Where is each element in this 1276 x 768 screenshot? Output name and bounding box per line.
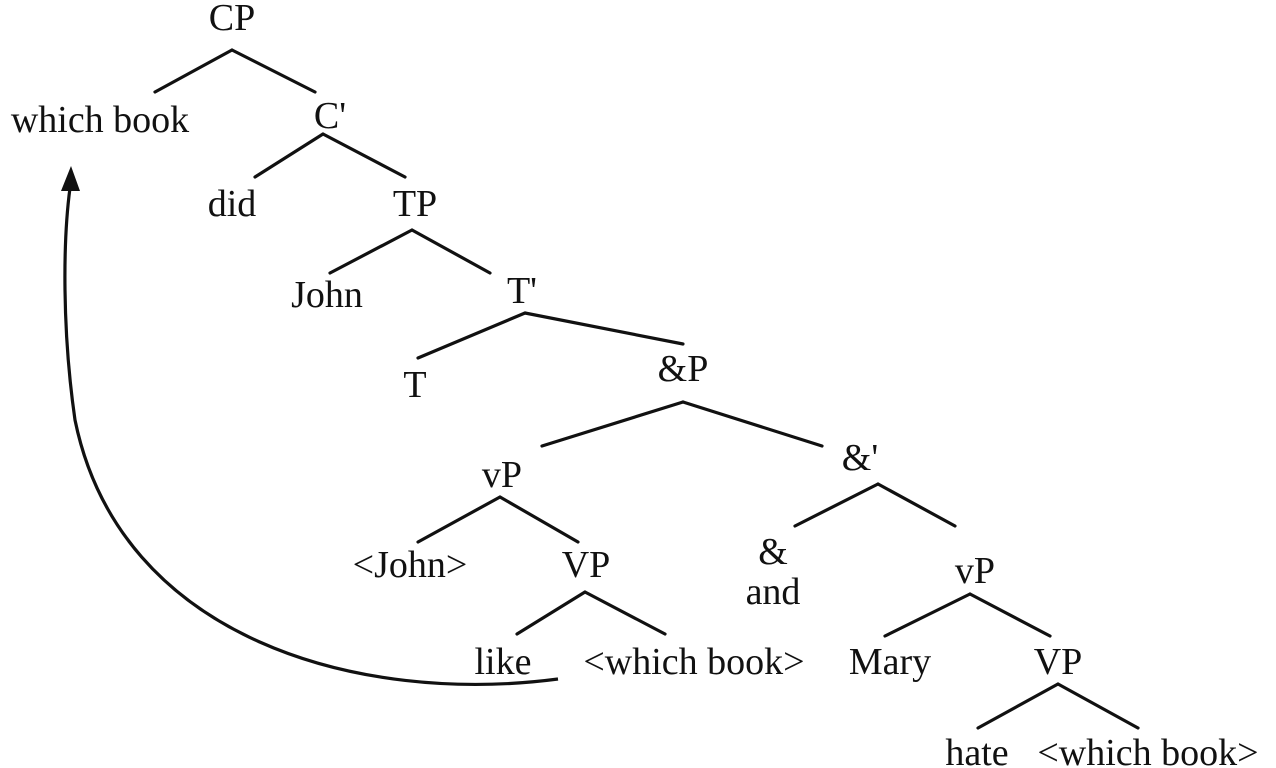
node-vp-right-inner: VP bbox=[1034, 641, 1083, 683]
tree-branches bbox=[153, 48, 1140, 730]
branch-vp-to-vp-inner bbox=[498, 495, 580, 544]
branch-tp-to-t-bar bbox=[410, 228, 492, 275]
node-john: John bbox=[291, 274, 363, 316]
node-vp-right: vP bbox=[955, 550, 995, 592]
branch-vp-right-to-vp-right-inner bbox=[968, 592, 1052, 638]
branch-c-bar-to-did bbox=[253, 132, 325, 179]
branch-and-bar-to-vp-right bbox=[876, 482, 957, 528]
branch-c-bar-to-tp bbox=[321, 132, 407, 179]
node-and-bar: &' bbox=[842, 437, 878, 479]
node-like: like bbox=[475, 641, 532, 683]
movement-arrow-curve bbox=[63, 187, 559, 686]
node-did: did bbox=[208, 183, 257, 225]
node-and-p: &P bbox=[658, 348, 709, 390]
branch-cp-to-which-book bbox=[153, 48, 234, 94]
wh-movement-arrow bbox=[61, 166, 559, 686]
branch-vp-inner-to-which-book-copy bbox=[583, 590, 667, 636]
node-and-head: & bbox=[758, 531, 788, 573]
node-and-word: and bbox=[746, 571, 801, 613]
branch-and-bar-to-and-head bbox=[793, 482, 880, 528]
node-which-book-copy-2: <which book> bbox=[1037, 732, 1258, 768]
branch-vp-inner-to-like bbox=[515, 590, 587, 636]
branch-vp-right-to-mary bbox=[883, 592, 972, 638]
branch-vp-to-john-copy bbox=[416, 495, 502, 544]
node-t: T bbox=[403, 364, 426, 406]
branch-t-bar-to-t bbox=[416, 311, 527, 360]
node-t-bar: T' bbox=[507, 270, 537, 312]
tree-labels: CP which book C' did TP John T' T &P vP … bbox=[11, 0, 1259, 768]
node-c-bar: C' bbox=[314, 95, 346, 137]
arrowhead-icon bbox=[61, 166, 80, 191]
branch-vp-right-inner-to-which-book-copy bbox=[1056, 682, 1140, 730]
branch-vp-right-inner-to-hate bbox=[976, 682, 1060, 730]
node-which-book: which book bbox=[11, 99, 189, 141]
node-john-copy: <John> bbox=[353, 544, 468, 586]
node-which-book-copy-1: <which book> bbox=[583, 641, 804, 683]
node-hate: hate bbox=[945, 732, 1008, 768]
branch-t-bar-to-and-p bbox=[523, 311, 685, 346]
node-cp: CP bbox=[209, 0, 255, 39]
node-vp-left: vP bbox=[482, 454, 522, 496]
branch-and-p-to-vp bbox=[540, 400, 685, 448]
node-tp: TP bbox=[393, 183, 437, 225]
node-vp-left-inner: VP bbox=[562, 544, 611, 586]
branch-tp-to-john bbox=[328, 228, 414, 275]
branch-cp-to-c-bar bbox=[230, 48, 317, 94]
branch-and-p-to-and-bar bbox=[681, 400, 824, 448]
node-mary: Mary bbox=[849, 641, 931, 683]
